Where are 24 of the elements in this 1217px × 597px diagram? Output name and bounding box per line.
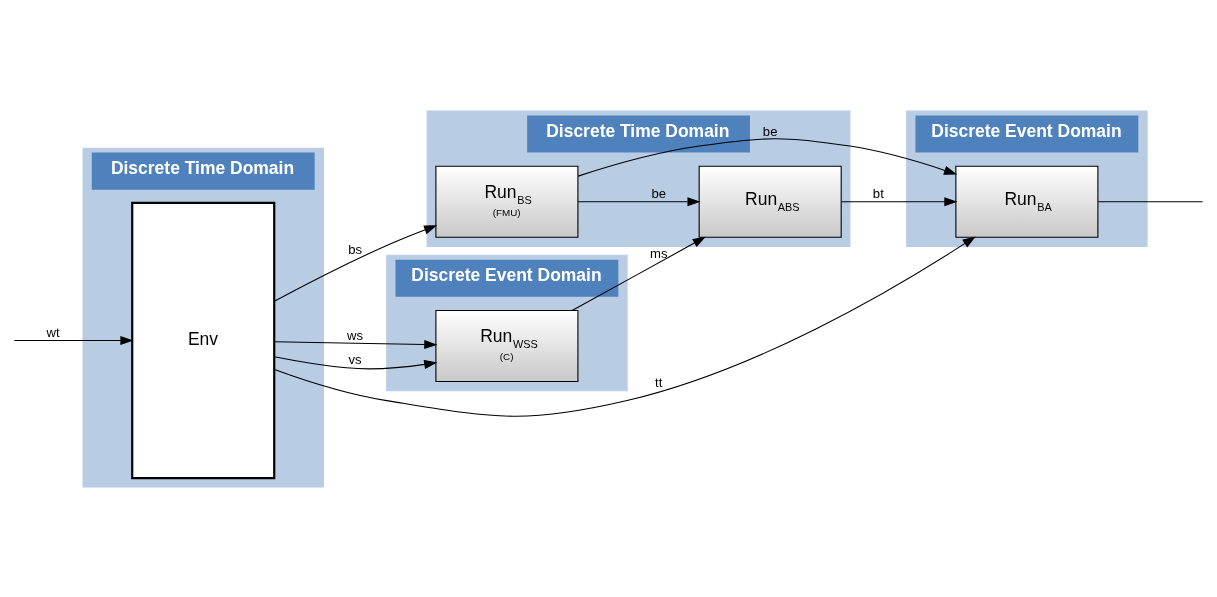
edge-label: be: [651, 185, 667, 201]
arrow: [273, 339, 438, 349]
arrow: [273, 224, 438, 302]
arrow: [13, 335, 134, 345]
arrow: [572, 236, 706, 311]
edge-label: ws: [347, 327, 364, 343]
edge-label: tt: [655, 374, 663, 390]
node-box: Run$_{BA}$: [955, 165, 1099, 238]
edge-label: bs: [348, 241, 362, 257]
edge-label: be: [762, 123, 778, 139]
arrow: [273, 355, 438, 369]
node-box: Run$_{ABS}$: [698, 165, 842, 238]
arrow: [273, 235, 976, 417]
edge-label: vs: [348, 351, 362, 367]
edge-label: wt: [46, 324, 60, 340]
arrow: [577, 196, 701, 206]
arrow: [840, 196, 958, 206]
node-box: Run$_{BS}$ (FMU): [435, 165, 579, 238]
arrow: [577, 137, 958, 177]
edge-label: bt: [872, 185, 884, 201]
edge-label: ms: [650, 245, 668, 261]
node-box: Env: [131, 201, 276, 479]
node-box: Run$_{WSS}$ (C): [435, 309, 579, 382]
connector: [1097, 200, 1204, 202]
